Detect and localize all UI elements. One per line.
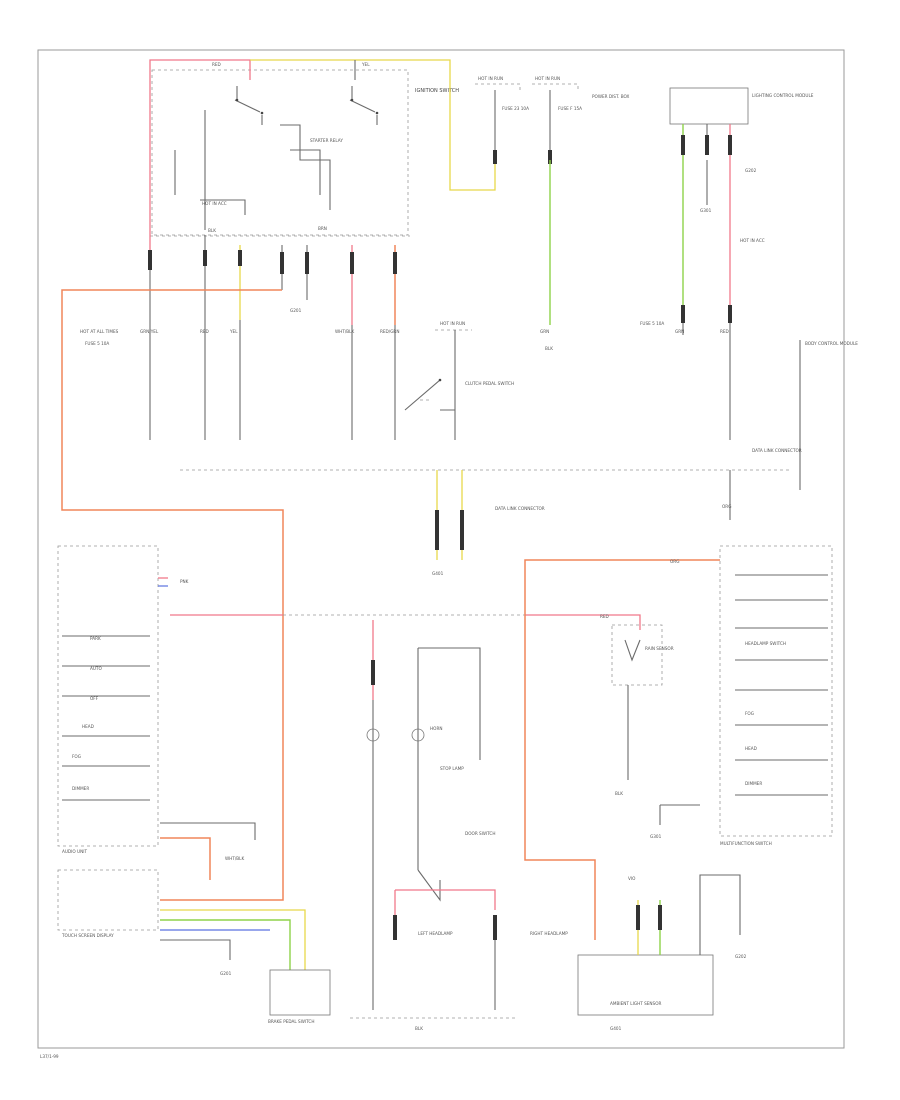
audio-unit: AUDIO UNIT PNK PARK AUTO OFF HEAD FOG DI… [57,545,189,854]
pin-label-2: BRN [318,226,327,231]
switch-label-starter: STARTER RELAY [310,138,343,143]
label-audio-out: PNK [180,579,189,584]
label-touch-screen: TOUCH SCREEN DISPLAY [61,933,114,938]
label-head-r: HEAD [745,746,757,751]
clutch-switch: HOT IN RUN CLUTCH PEDAL SWITCH [404,321,514,440]
label-data-bus: DATA LINK CONNECTOR [752,448,802,453]
label-off: OFF [90,696,99,701]
label-red-r: RED [720,329,729,334]
wire-orange-right [524,559,720,615]
multifunction-switch: MULTIFUNCTION SWITCH HEADLAMP SWITCH FOG… [719,545,833,846]
wire-orange-main [61,289,284,901]
label-red-right: RED [600,614,609,619]
label-hot-in-run-mid: HOT IN RUN [440,321,465,326]
label-data-link: DATA LINK CONNECTOR [495,506,545,511]
label-hot-in-run-2: HOT IN RUN [535,76,560,81]
label-blk-bottom: BLK [415,1026,423,1031]
diagram-frame [37,49,845,1049]
label-blk-mid: BLK [545,346,553,351]
label-body-control: BODY CONTROL MODULE [805,341,858,346]
label-dimmer: DIMMER [72,786,89,791]
label-wire-wht-blk: WHT/BLK [335,329,354,334]
ignition-switch-block: IGNITION SWITCH RED YEL HOT IN ACC START… [150,62,459,237]
label-fog: FOG [72,754,81,759]
label-ambient-loc: G401 [610,1026,622,1031]
label-fuse-5: FUSE 5 10A [85,341,109,346]
label-rain-sensor: RAIN SENSOR [645,646,674,651]
label-blk-rs: BLK [615,791,623,796]
label-door-switch: DOOR SWITCH [465,831,495,836]
label-ground-r: G301 [650,834,662,839]
label-horn: HORN [430,726,443,731]
label-fog-r: FOG [745,711,754,716]
label-stop-lamp: STOP LAMP [440,766,464,771]
label-ground-amb: G202 [735,954,747,959]
label-ambient-top: VIO [628,876,636,881]
label-wire-red: RED [200,329,209,334]
label-head: HEAD [82,724,94,729]
label-g201: G201 [290,308,302,313]
label-light-ctrl: LIGHTING CONTROL MODULE [752,93,814,98]
label-hot-in-run-r: HOT IN ACC [740,238,765,243]
ignition-switch-label: IGNITION SWITCH [415,88,459,94]
brake-pedal-switch-box: BRAKE PEDAL SWITCH [268,969,331,1024]
label-wire-red-grn: RED/GRN [380,329,399,334]
label-fuse-23: FUSE 23 10A [502,106,529,111]
pin-label-1: BLK [208,228,216,233]
label-multifunction: MULTIFUNCTION SWITCH [720,841,772,846]
label-grn-r: GRN [675,329,684,334]
label-hot-in-run-1: HOT IN RUN [478,76,503,81]
label-org-top: ORG [670,559,679,564]
fuse-block-top: HOT IN RUN HOT IN RUN FUSE 23 10A FUSE F… [475,76,630,164]
switch-label-acc: HOT IN ACC [202,201,227,206]
label-g401: G401 [432,571,444,576]
wire-label-top-2: YEL [361,62,370,67]
label-fuse-f: FUSE F 15A [558,106,582,111]
label-wire-grn-yel: GRN/YEL [140,329,159,334]
wire-label-top-1: RED [212,62,221,67]
label-org-r: ORG [722,504,731,509]
label-dimmer-r: DIMMER [745,781,762,786]
label-auto: AUTO [90,666,102,671]
label-fuse-r: FUSE 5 10A [640,321,664,326]
label-g301: G301 [700,208,712,213]
label-wire-grn-mid: GRN [540,329,549,334]
wire-top-feed-red [149,59,251,270]
rain-sensor: RAIN SENSOR BLK [611,624,674,796]
label-power-dist: POWER DIST. BOX [592,94,630,99]
label-park: PARK [90,636,101,641]
label-audio-unit: AUDIO UNIT [62,849,87,854]
ambient-light-sensor: AMBIENT LIGHT SENSOR G401 VIO G202 [577,874,747,1031]
label-right-headlamp: RIGHT HEADLAMP [530,931,568,936]
label-hot-at-all-times: HOT AT ALL TIMES [80,329,119,334]
label-clutch-switch: CLUTCH PEDAL SWITCH [465,381,514,386]
touch-screen-display: TOUCH SCREEN DISPLAY G201 WHT/BLK [57,822,306,976]
label-brake-pedal: BRAKE PEDAL SWITCH [268,1019,314,1024]
lighting-control-module: LIGHTING CONTROL MODULE G202 HOT IN ACC … [640,87,814,440]
connectors-row-1 [148,250,397,274]
label-ground-left: G201 [220,971,232,976]
label-g202: G202 [745,168,757,173]
label-ambient: AMBIENT LIGHT SENSOR [610,1001,661,1006]
footer-code: L37/1-99 [40,1054,59,1059]
label-wire-yel: YEL [229,329,238,334]
label-wire-wht-blk-l: WHT/BLK [225,856,244,861]
wire-top-feed-yellow [250,59,496,191]
label-headlamp-switch: HEADLAMP SWITCH [745,641,786,646]
label-left-headlamp: LEFT HEADLAMP [418,931,453,936]
